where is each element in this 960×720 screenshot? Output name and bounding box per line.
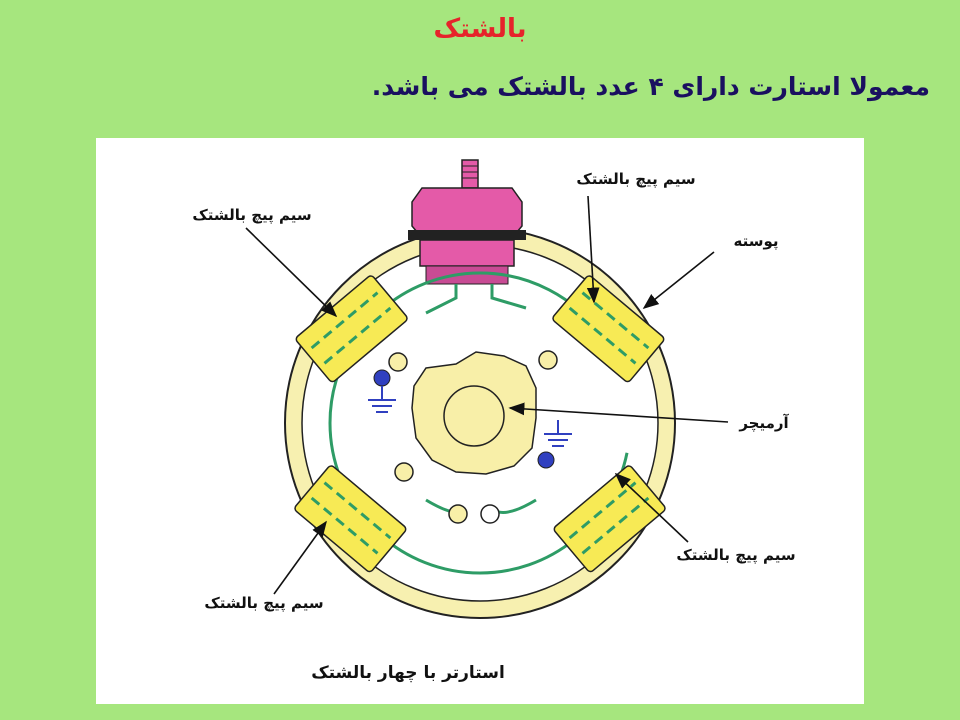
arrow-housing [642,251,715,309]
brush-holder [448,504,468,524]
ground-symbol [544,420,572,447]
brush-holder [538,350,558,370]
label-coil-top-right: سیم پیچ بالشتک [576,170,695,189]
armature [411,351,537,475]
slide-subtitle: معمولا استارت دارای ۴ عدد بالشتک می باشد… [371,72,930,101]
brush-holder [480,504,500,524]
arrow-coil-top-left [245,227,338,318]
diagram-caption: استارتر با چهار بالشتک [311,663,505,683]
label-coil-bottom-right: سیم پیچ بالشتک [676,546,795,565]
arrow-coil-top-right [586,195,600,304]
arrow-coil-bottom-left [273,520,327,595]
brush-holder [388,352,408,372]
pole-shoe-bottom-right [553,465,666,573]
pole-shoe-top-right [552,275,665,383]
label-coil-bottom-left: سیم پیچ بالشتک [204,594,323,613]
brush [373,369,391,387]
terminal-bolt [408,159,526,285]
pole-shoe-bottom-left [294,465,407,573]
winding-loop [328,271,632,575]
label-coil-top-left: سیم پیچ بالشتک [192,206,311,225]
arrow-coil-bottom-right [614,472,689,543]
ground-symbol [368,386,396,413]
brush [537,451,555,469]
slide-title: بالشتک [433,14,527,44]
brush-holder [394,462,414,482]
starter-diagram: سیم پیچ بالشتک سیم پیچ بالشتک پوسته آرمی… [96,138,864,704]
label-armature: آرمیچر [738,414,789,433]
arrow-armature [508,402,729,423]
label-housing: پوسته [733,232,778,251]
terminal-lead [425,284,527,315]
